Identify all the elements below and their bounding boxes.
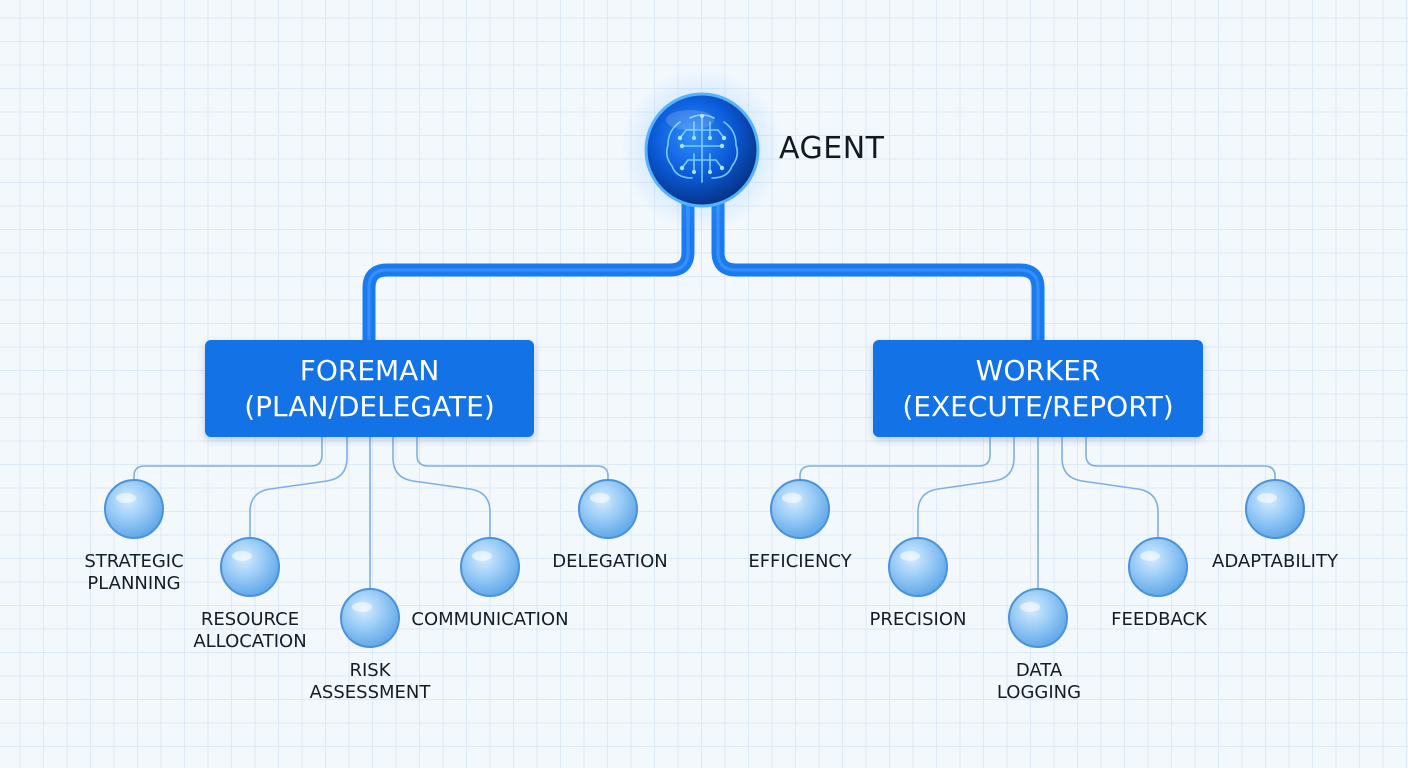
label-strategic-planning: STRATEGIC PLANNING <box>84 551 184 594</box>
worker-title: WORKER <box>975 353 1101 387</box>
node-feedback <box>1128 537 1188 597</box>
line-strategic-planning <box>133 437 323 480</box>
label-communication: COMMUNICATION <box>411 609 569 630</box>
node-precision <box>888 537 948 597</box>
line-feedback <box>1061 437 1159 538</box>
line-efficiency <box>799 437 991 480</box>
line-resource-allocation <box>249 437 348 538</box>
node-efficiency <box>770 479 830 539</box>
connector-highlight-right <box>716 198 1040 342</box>
node-data-logging <box>1008 588 1068 648</box>
line-communication <box>392 437 491 538</box>
node-risk-assessment <box>340 588 400 648</box>
line-precision <box>917 437 1015 538</box>
line-delegation <box>416 437 609 480</box>
label-resource-allocation: RESOURCE ALLOCATION <box>193 609 307 652</box>
agent-node <box>620 68 784 232</box>
connector-highlight-left <box>367 198 690 342</box>
node-adaptability <box>1245 479 1305 539</box>
label-delegation: DELEGATION <box>552 551 668 572</box>
node-shines <box>116 493 1277 612</box>
connector-agent-foreman <box>362 193 695 347</box>
connector-agent-worker <box>711 193 1045 347</box>
node-strategic-planning <box>104 479 164 539</box>
foreman-box: FOREMAN (PLAN/DELEGATE) <box>205 340 534 437</box>
foreman-child-lines <box>133 437 609 590</box>
agent-label: AGENT <box>779 131 885 166</box>
foreman-title: FOREMAN <box>299 353 440 387</box>
label-efficiency: EFFICIENCY <box>748 551 852 572</box>
foreman-subtitle: (PLAN/DELEGATE) <box>244 389 495 423</box>
label-precision: PRECISION <box>869 609 967 630</box>
label-risk-assessment: RISK ASSESSMENT <box>309 660 431 703</box>
node-resource-allocation <box>220 537 280 597</box>
node-delegation <box>578 479 638 539</box>
node-communication <box>460 537 520 597</box>
line-adaptability <box>1085 437 1276 480</box>
label-adaptability: ADAPTABILITY <box>1212 551 1338 572</box>
circuit-brain-icon <box>665 114 739 183</box>
worker-child-lines <box>799 437 1276 590</box>
worker-box: WORKER (EXECUTE/REPORT) <box>873 340 1203 437</box>
agent-sphere-highlight <box>666 110 714 130</box>
worker-subtitle: (EXECUTE/REPORT) <box>902 389 1174 423</box>
label-data-logging: DATA LOGGING <box>996 660 1082 703</box>
label-feedback: FEEDBACK <box>1111 609 1207 630</box>
circuit-nodes <box>677 114 727 174</box>
